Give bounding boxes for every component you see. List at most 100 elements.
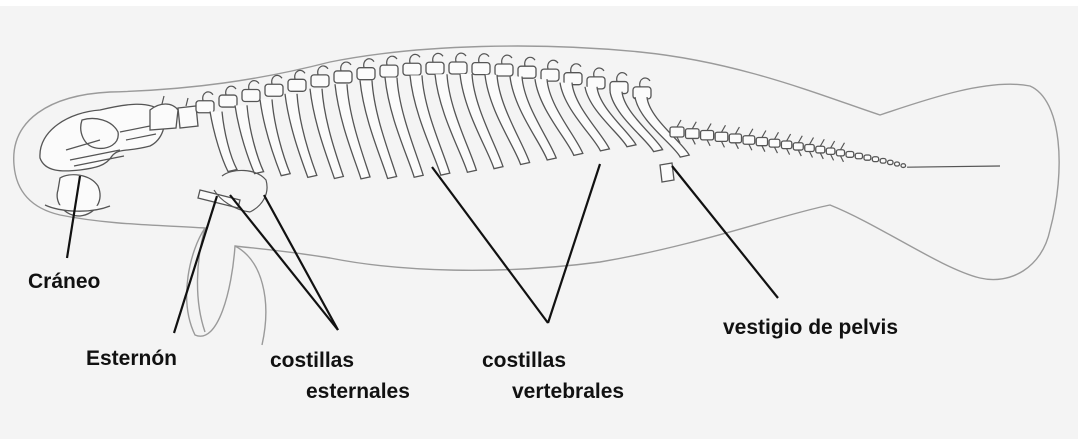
tail-process — [692, 122, 696, 129]
leader-vertebral-ribs-a — [432, 167, 548, 323]
tail-vertebra — [715, 132, 728, 141]
vertebra-spine — [341, 62, 351, 71]
tail-process — [762, 146, 765, 152]
tail-process — [721, 125, 725, 132]
label-pelvis-vestige: vestigio de pelvis — [723, 314, 898, 342]
tail-process — [787, 134, 791, 141]
vertebra-spine — [295, 70, 305, 79]
tail-process — [840, 143, 844, 150]
tail-process — [707, 124, 711, 131]
tail-vertebra — [729, 134, 741, 143]
tail-process — [820, 139, 824, 146]
tail-vertebra — [872, 157, 878, 162]
tail-vertebrae — [670, 120, 1000, 167]
vertebra — [380, 65, 398, 77]
vertebra-spine — [479, 54, 489, 63]
flipper-outline — [197, 228, 265, 345]
tail-process — [735, 143, 738, 149]
leader-lines — [67, 164, 778, 333]
label-sternum: Esternón — [86, 345, 177, 373]
tail-vertebra — [855, 153, 862, 159]
vertebra-spine — [387, 56, 397, 65]
vertebra — [219, 95, 237, 107]
tail-vertebra — [826, 148, 835, 154]
leader-sternum — [174, 196, 217, 333]
vertebra — [265, 84, 283, 96]
vertebra-spine — [272, 75, 282, 84]
vertebra-spine — [502, 55, 512, 64]
tail-process — [774, 147, 777, 153]
tail-process — [810, 138, 814, 145]
vertebra — [403, 63, 421, 75]
skull-bones — [40, 104, 164, 216]
tail-vertebra — [895, 162, 900, 166]
tail-vertebra — [836, 150, 844, 156]
vertebra — [449, 62, 467, 74]
vertebra-spine — [364, 59, 374, 68]
tail-vertebra — [888, 160, 893, 164]
rib — [260, 99, 290, 175]
tail-vertebra — [816, 146, 825, 153]
sternum-bones — [198, 170, 267, 212]
label-vertebral-ribs-line2: vertebrales — [512, 378, 624, 406]
tail-tip — [907, 166, 1000, 167]
tail-vertebra — [901, 164, 906, 168]
vertebra-spine — [226, 86, 236, 95]
vertebra-spine — [410, 54, 420, 63]
pelvis-vestige — [660, 163, 674, 182]
tail-process — [721, 141, 724, 147]
tail-vertebra — [701, 131, 714, 140]
tail-process — [820, 153, 823, 159]
vertebra-spine — [640, 78, 650, 87]
tail-process — [762, 131, 766, 138]
label-sternal-ribs-line1: costillas — [270, 347, 354, 375]
tail-process — [692, 138, 695, 144]
tail-vertebra — [846, 152, 854, 158]
vertebra-spine — [571, 64, 581, 73]
label-skull: Cráneo — [28, 268, 100, 296]
vertebra — [311, 75, 329, 87]
vertebra — [334, 71, 352, 83]
leader-vertebral-ribs-b — [548, 164, 600, 323]
tail-process — [735, 127, 739, 134]
body-outline — [14, 46, 1059, 336]
tail-process — [831, 141, 835, 148]
tail-process — [677, 120, 681, 127]
leader-sternal-ribs-b — [264, 195, 338, 330]
vertebra — [472, 63, 490, 75]
tail-process — [831, 154, 834, 160]
vertebra-spine — [203, 92, 213, 101]
tail-process — [787, 149, 790, 155]
vertebra-spine — [548, 60, 558, 69]
tail-vertebra — [805, 145, 815, 152]
tail-vertebra — [781, 141, 791, 149]
vertebra-spine — [249, 81, 259, 90]
tail-process — [707, 140, 710, 146]
vertebra-spine — [617, 73, 627, 82]
tail-process — [774, 132, 778, 139]
tail-vertebra — [670, 127, 684, 137]
vertebra — [518, 66, 536, 78]
label-sternal-ribs-line2: esternales — [306, 378, 410, 406]
tail-vertebra — [864, 155, 871, 160]
leader-pelvis — [672, 166, 778, 298]
vertebra-spine — [318, 66, 328, 75]
vertebra-spine — [525, 57, 535, 66]
rib — [235, 105, 264, 173]
tail-process — [798, 150, 801, 156]
tail-vertebra — [793, 143, 803, 150]
vertebra — [196, 101, 214, 113]
neck-vertebrae — [150, 96, 198, 130]
vertebra-spine — [594, 68, 604, 77]
vertebra — [495, 64, 513, 76]
tail-vertebra — [686, 129, 700, 139]
tail-vertebra — [756, 138, 767, 146]
vertebra — [288, 79, 306, 91]
rib — [210, 112, 237, 172]
vertebra — [357, 68, 375, 80]
vertebra-spine — [456, 53, 466, 62]
tail-process — [749, 129, 753, 136]
tail-process — [810, 152, 813, 158]
tail-process — [749, 144, 752, 150]
